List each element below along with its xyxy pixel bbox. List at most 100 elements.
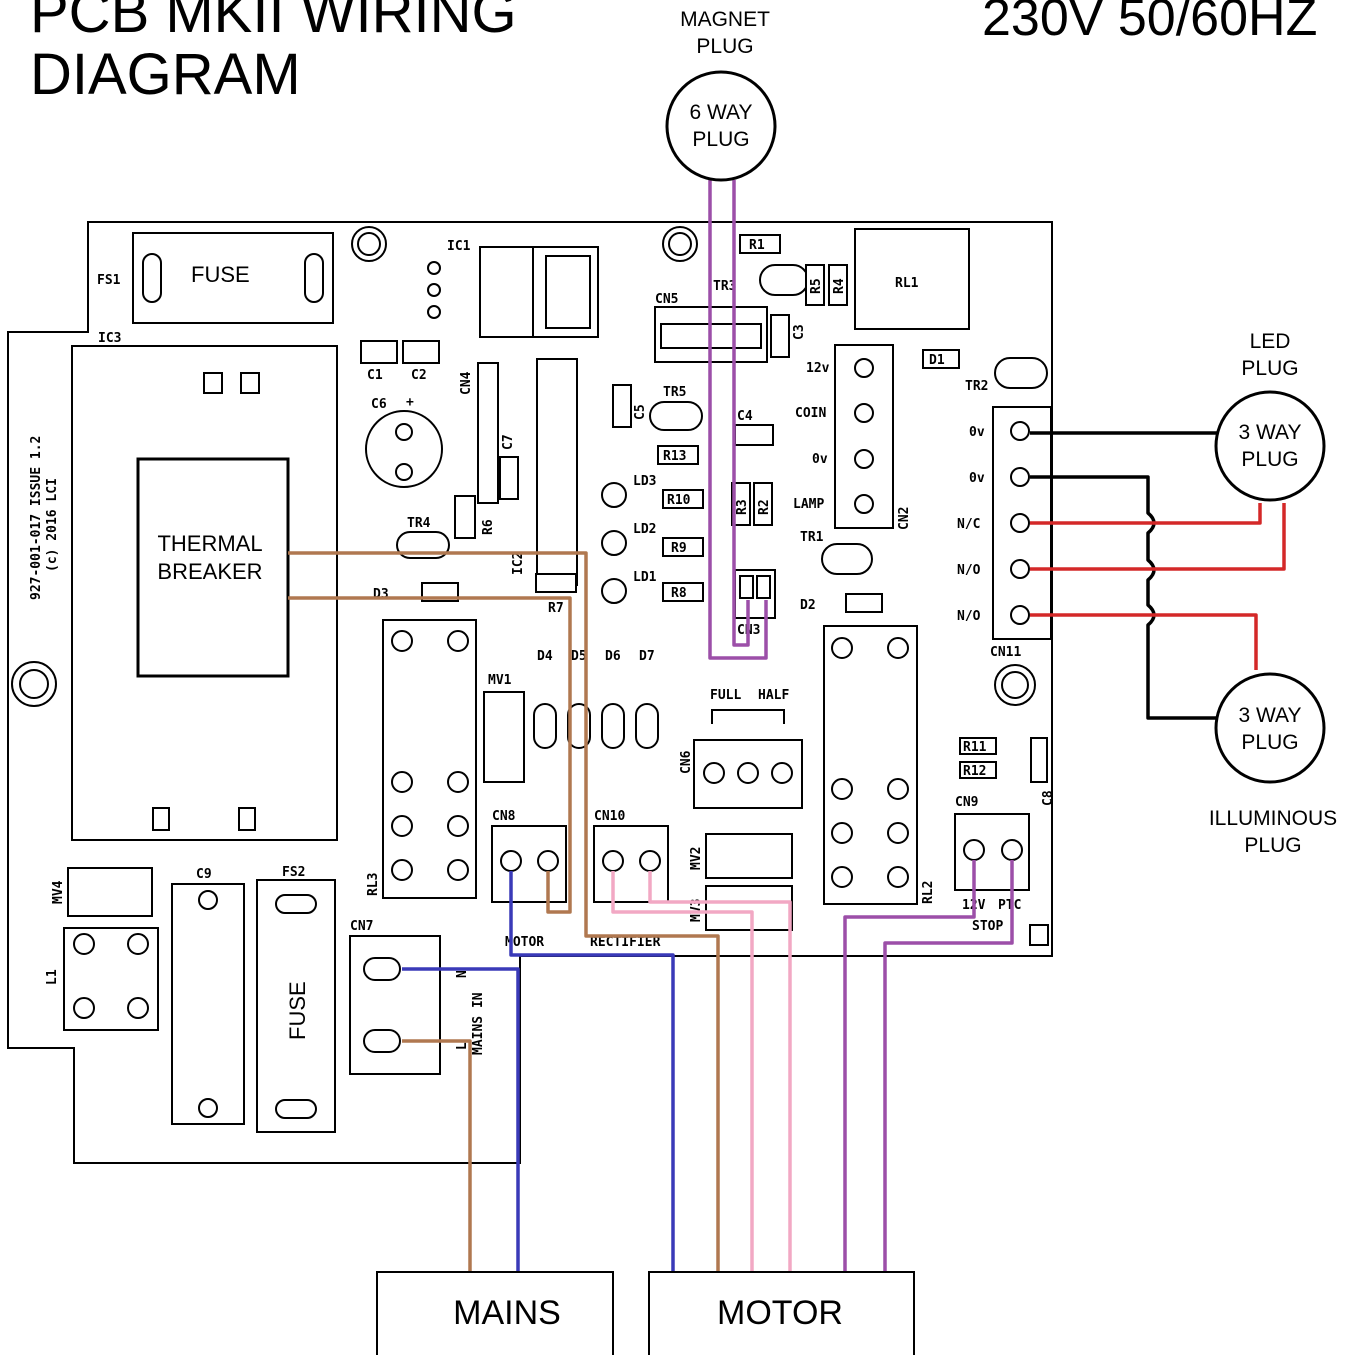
d2-label: D2 — [800, 598, 816, 613]
led-plug-title-2: PLUG — [1241, 357, 1298, 380]
illuminous-plug-body-2: PLUG — [1241, 731, 1298, 754]
c6-label: C6 — [371, 397, 387, 412]
magnet-plug: MAGNET PLUG 6 WAY PLUG — [665, 8, 777, 182]
thermal-breaker: THERMAL BREAKER — [136, 457, 290, 678]
r7-label: R7 — [548, 601, 564, 616]
r11-label: R11 — [963, 740, 987, 755]
board-markings: 927-001-017 ISSUE 1.2 (c) 2016 LCI — [29, 436, 60, 600]
cn10-label: CN10 — [594, 809, 625, 824]
r5-label: R5 — [809, 278, 824, 294]
wires — [288, 180, 1286, 1272]
tr5-label: TR5 — [663, 385, 686, 400]
r6-label: R6 — [481, 519, 496, 535]
wire-pink-1 — [611, 871, 754, 1272]
connector-cn3: CN3 — [734, 569, 776, 638]
d4-label: D4 — [537, 649, 553, 664]
r12-label: R12 — [963, 764, 986, 779]
connector-cn2: 12v COIN 0v LAMP CN2 — [793, 344, 912, 530]
connector-cn10: CN10 RECTIFIER — [590, 809, 669, 950]
mains-label: MAINS — [453, 1294, 561, 1332]
connector-cn11: 0v 0v N/C N/O N/O CN11 — [957, 406, 1052, 660]
transistor-tr3: TR3 — [713, 264, 809, 296]
c1-label: C1 — [367, 368, 383, 383]
wire-pink-2 — [648, 871, 792, 1272]
tr4-label: TR4 — [407, 516, 431, 531]
d5-label: D5 — [571, 649, 587, 664]
resistor-r13: R13 — [657, 445, 699, 465]
wire-purple-2 — [883, 860, 1014, 1272]
resistors-r11-r12: R11 R12 C8 — [959, 737, 1056, 806]
cn7-n-label: N — [455, 970, 470, 978]
magnet-plug-body-2: PLUG — [692, 128, 749, 151]
mv4-label: MV4 — [51, 880, 66, 904]
transistor-tr5: TR5 — [649, 385, 703, 431]
relay-rl1: RL1 — [854, 228, 970, 330]
varistor-mv4: MV4 — [51, 867, 153, 917]
connector-cn9: CN9 12V PTC STOP — [954, 795, 1049, 946]
resistor-r1: R1 — [739, 234, 781, 254]
magnet-plug-title-2: PLUG — [696, 35, 753, 58]
wire-red-3 — [1030, 613, 1258, 670]
illuminous-plug: 3 WAY PLUG ILLUMINOUS PLUG — [1209, 672, 1337, 857]
rl1-label: RL1 — [895, 276, 919, 291]
cn2-coin-label: COIN — [795, 406, 826, 421]
magnet-plug-body-1: 6 WAY — [689, 101, 752, 124]
ic2-label: IC2 — [511, 552, 526, 575]
fuse-fs1: FUSE FS1 — [97, 232, 334, 324]
cn8-motor-label: MOTOR — [505, 935, 544, 950]
wire-black-illuminous — [1030, 475, 1218, 720]
connector-cn7: CN7 MAINS IN N L — [349, 919, 486, 1075]
inductor-l1: L1 — [45, 927, 159, 1031]
capacitor-c9: C9 — [171, 867, 245, 1125]
voltage-rating: 230V 50/60HZ — [982, 0, 1318, 47]
capacitor-c5: C5 — [612, 384, 648, 428]
cn2-12v-label: 12v — [806, 361, 830, 376]
tr2-label: TR2 — [965, 379, 988, 394]
cn2-label: CN2 — [897, 507, 912, 530]
cn6-full-label: FULL — [710, 688, 741, 703]
r4-label: R4 — [832, 278, 847, 294]
ic2-chip: IC2 — [511, 358, 578, 586]
d1-label: D1 — [929, 353, 945, 368]
cn11-pin-1-label: 0v — [969, 425, 985, 440]
resistors-r5-r4: R5 R4 — [805, 264, 848, 306]
cn2-lamp-label: LAMP — [793, 497, 824, 512]
magnet-plug-title-1: MAGNET — [680, 8, 770, 31]
led-plug-title-1: LED — [1250, 330, 1291, 353]
capacitors-c1-c2: C1 C2 — [360, 340, 440, 383]
wire-red-1 — [1030, 503, 1262, 525]
motor-box: MOTOR — [648, 1271, 915, 1355]
illuminous-plug-title-1: ILLUMINOUS — [1209, 807, 1337, 830]
ld2-label: LD2 — [633, 522, 656, 537]
resistors-r3-r2: R3 R2 — [731, 482, 773, 526]
fs1-label: FS1 — [97, 273, 121, 288]
pcb-outline — [7, 221, 1053, 1164]
wire-brown-mains — [402, 1039, 472, 1272]
cn5-label: CN5 — [655, 292, 678, 307]
illuminous-plug-body-1: 3 WAY — [1238, 704, 1301, 727]
thermal-breaker-line-2: BREAKER — [157, 559, 262, 584]
r2-label: R2 — [757, 499, 772, 515]
tr1-label: TR1 — [800, 530, 824, 545]
led-plug: LED PLUG 3 WAY PLUG — [1214, 330, 1326, 502]
capacitor-c4: C4 — [734, 409, 774, 446]
title-line-1: PCB MKII WIRING — [30, 0, 517, 45]
led-plug-body-1: 3 WAY — [1238, 421, 1301, 444]
wire-purple-magnet-1 — [708, 180, 768, 660]
svg-text:+: + — [406, 395, 414, 410]
wire-brown-motor — [288, 551, 720, 1272]
board-copyright-text: (c) 2016 LCI — [45, 478, 60, 572]
diode-d2: D2 — [800, 593, 883, 613]
r9-label: R9 — [671, 541, 687, 556]
transistor-tr1: TR1 — [800, 530, 873, 575]
cn9-stop-label: STOP — [972, 919, 1003, 934]
diode-d1: D1 — [922, 349, 960, 369]
ld1-label: LD1 — [633, 570, 657, 585]
diodes-d4-d7: D4 D5 D6 D7 — [533, 649, 659, 749]
wire-blue-motor — [509, 871, 675, 1272]
cn8-label: CN8 — [492, 809, 516, 824]
fuse-top-label: FUSE — [191, 262, 250, 287]
wire-blue-mains — [402, 967, 520, 1272]
cn11-pin-3-label: N/C — [957, 517, 980, 532]
l1-label: L1 — [45, 969, 60, 985]
